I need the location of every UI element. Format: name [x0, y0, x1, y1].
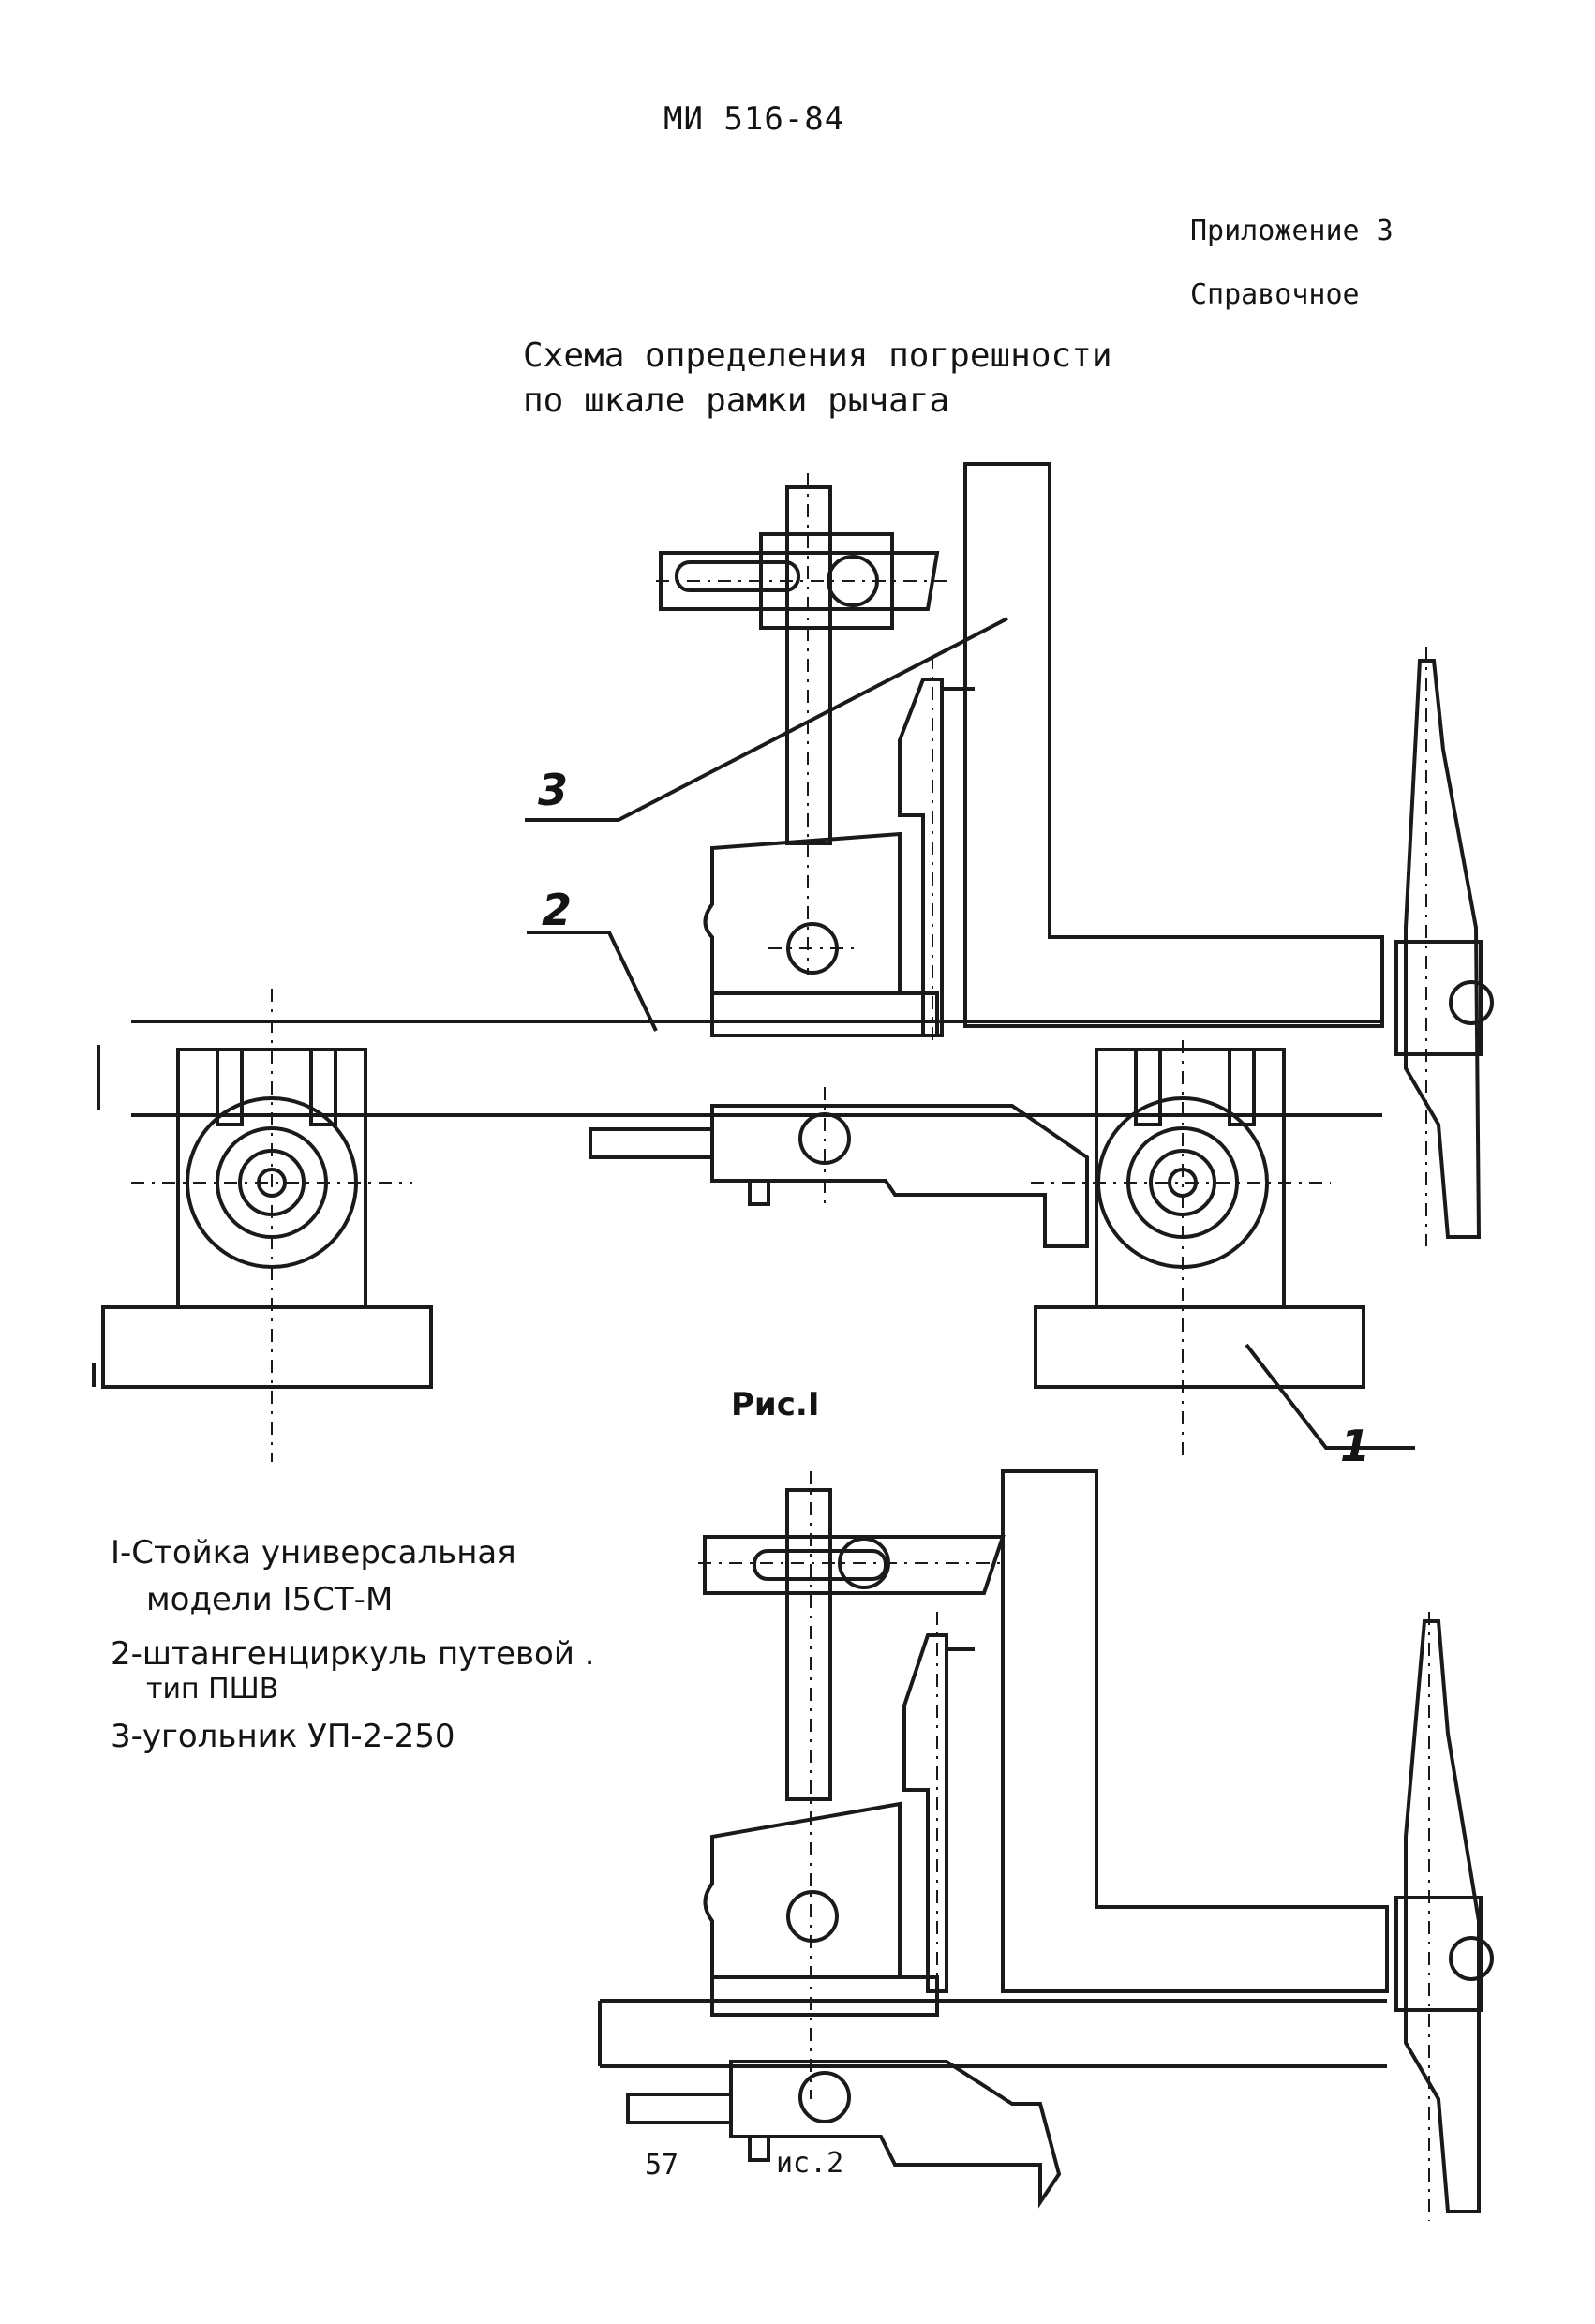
legend-item-2-line-1: 2-штангенциркуль путевой . [111, 1635, 595, 1673]
figure-1-caption: Рис.I [731, 1386, 820, 1423]
label-1: 1 [1340, 1421, 1371, 1471]
legend-item-3: 3-угольник УП-2-250 [111, 1718, 455, 1755]
legend-item-2-line-2: тип ПШВ [146, 1673, 279, 1706]
square-tool [963, 462, 1384, 1028]
label-2: 2 [542, 885, 573, 935]
legend-item-1-line-2: модели I5СТ-М [146, 1581, 394, 1618]
stand-rod [785, 485, 832, 845]
page-number: 57 [645, 2149, 679, 2182]
reference-label: Справочное [1190, 278, 1360, 311]
figure-1-drawing [92, 462, 1494, 1462]
legend-item-1-line-1: I-Стойка универсальная [111, 1534, 516, 1572]
label-3: 3 [538, 765, 569, 815]
figure-2-caption: ис.2 [776, 2147, 844, 2180]
title-line-1: Схема определения погрешности [523, 336, 1112, 375]
figure-2-drawing [598, 1469, 1494, 2221]
document-number: МИ 516-84 [663, 100, 845, 138]
square-tool-2 [1001, 1469, 1389, 1993]
appendix-label: Приложение 3 [1190, 215, 1394, 247]
title-line-2: по шкале рамки рычага [523, 381, 950, 420]
